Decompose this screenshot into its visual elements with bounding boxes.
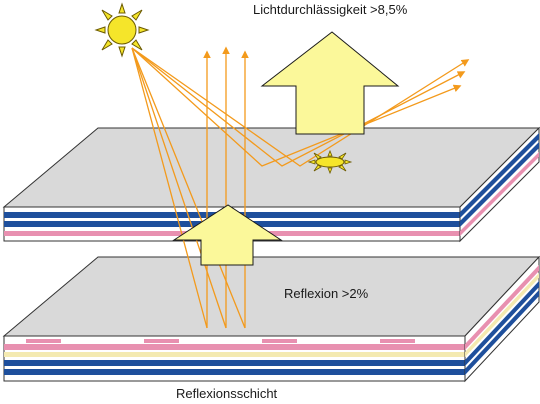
sun-icon (94, 2, 150, 58)
sun-reflection-icon (307, 149, 353, 175)
light-rays (131, 46, 470, 329)
reflection-layer-segments (26, 339, 415, 343)
lower-pane (2, 255, 540, 383)
transmission-label: Lichtdurchlässigkeit >8,5% (253, 2, 408, 17)
upper-pane-top-face (2, 127, 540, 208)
lower-pane-top-face (2, 256, 540, 337)
reflection-label: Reflexion >2% (284, 286, 369, 301)
reflection-arrow (172, 204, 283, 266)
lower-pane-front-face (3, 335, 466, 382)
transmission-arrow (260, 31, 400, 135)
layer-label: Reflexionsschicht (176, 386, 278, 401)
upper-pane-side-face (459, 126, 540, 243)
lower-pane-side-face (464, 255, 540, 383)
upper-pane (2, 126, 540, 243)
